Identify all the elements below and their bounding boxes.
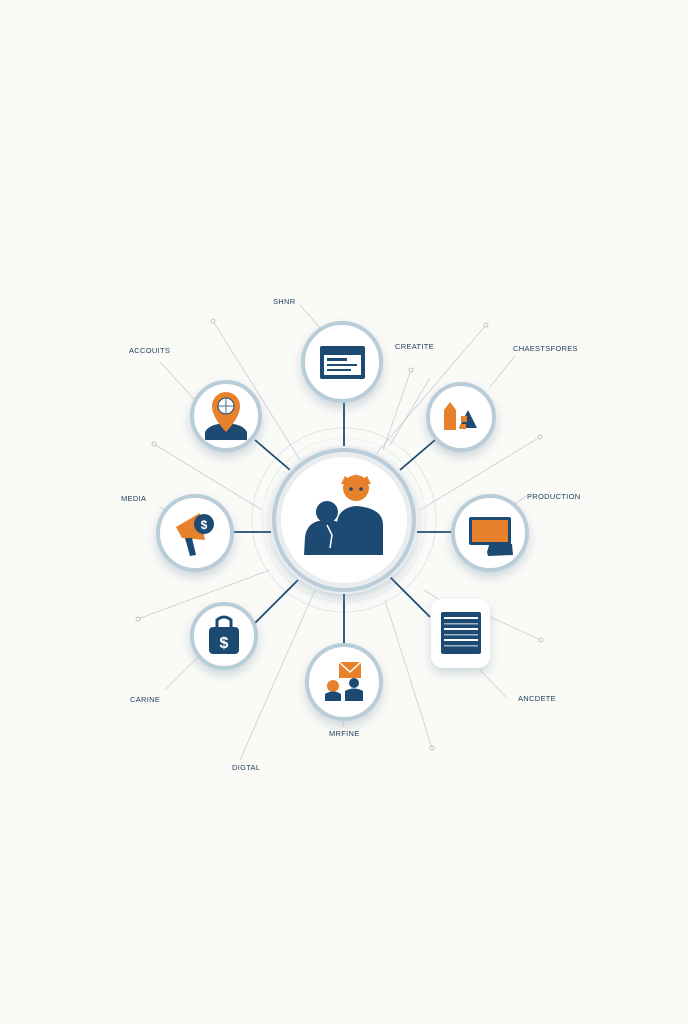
people-message-icon xyxy=(325,661,363,701)
label-ancdete: ANCDETE xyxy=(518,694,556,703)
label-accounts: ACCOUITS xyxy=(129,346,170,355)
browser-window-icon xyxy=(320,346,365,379)
megaphone-icon: $ xyxy=(176,513,214,556)
spokes xyxy=(233,398,453,645)
label-shnr: SHNR xyxy=(273,297,296,306)
node-shapes[interactable] xyxy=(426,382,496,452)
node-monitor[interactable] xyxy=(451,494,529,572)
label-carine: CARINE xyxy=(130,695,160,704)
node-megaphone[interactable]: $ xyxy=(156,494,234,572)
label-mrfine: MRFINE xyxy=(329,729,360,738)
shapes-icon xyxy=(444,402,477,430)
leader-endpoints xyxy=(135,318,544,751)
monitor-hand-icon xyxy=(469,517,513,556)
node-location-person[interactable] xyxy=(190,380,262,452)
svg-text:$: $ xyxy=(201,518,208,532)
label-production: PRODUCTION xyxy=(527,492,580,501)
server-list-icon xyxy=(441,612,481,654)
money-bag-icon: $ xyxy=(209,615,239,654)
label-media: MEDIA xyxy=(121,494,146,503)
hub-node[interactable] xyxy=(270,446,418,594)
node-server-list[interactable] xyxy=(431,599,490,668)
node-people-message[interactable] xyxy=(305,643,383,721)
label-creatite: CREATITE xyxy=(395,342,434,351)
svg-text:$: $ xyxy=(220,635,229,652)
label-chaestsfores: CHAESTSFORES xyxy=(513,344,578,353)
two-people-icon xyxy=(304,474,383,555)
location-person-icon xyxy=(205,392,247,440)
node-money-bag[interactable]: $ xyxy=(190,602,258,670)
label-digital: DIGTAL xyxy=(232,763,260,772)
node-browser[interactable] xyxy=(301,321,383,403)
